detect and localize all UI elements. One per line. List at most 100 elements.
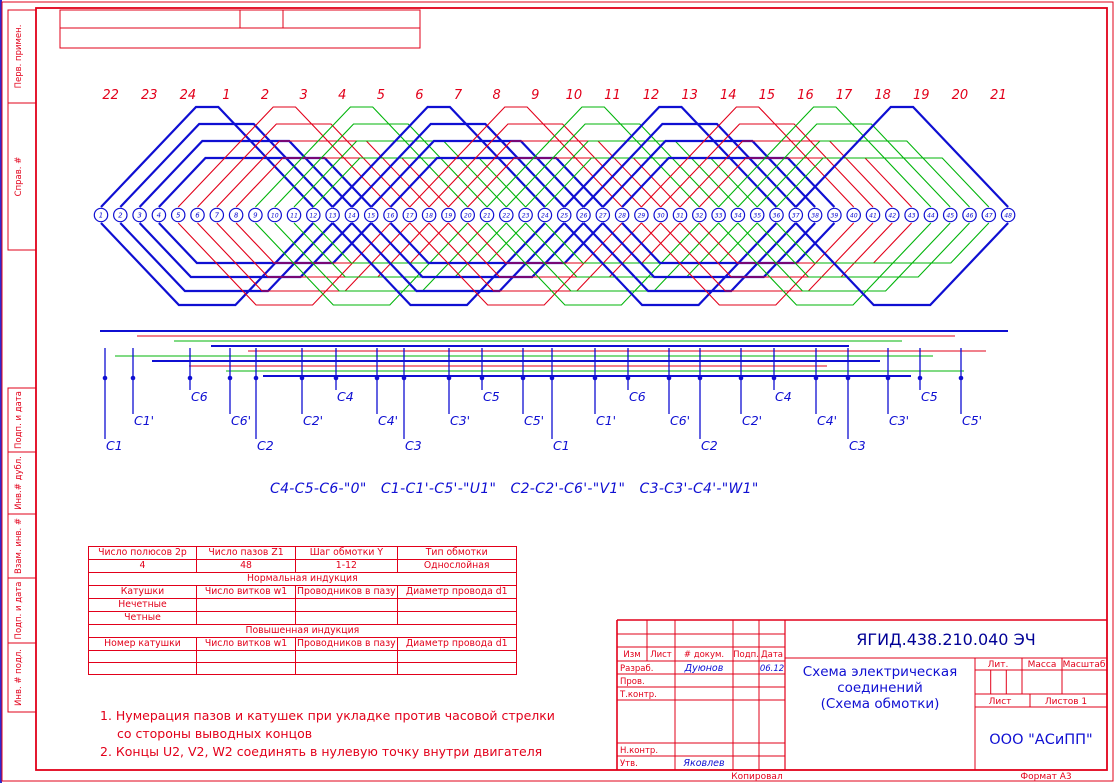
slot-circle — [479, 207, 495, 223]
slot-number: 14 — [348, 213, 356, 220]
slot-circle — [93, 207, 109, 223]
connection-formula: C4-C5-C6-"0" C1-C1'-C5'-"U1" C2-C2'-C6'-… — [270, 481, 759, 497]
terminal-label: C2 — [701, 438, 718, 453]
end-turn-bottom — [660, 222, 874, 292]
terminal-label: C1 — [106, 438, 123, 453]
slot-circle — [691, 207, 707, 223]
column-header: Диаметр провода d1 — [396, 637, 517, 651]
end-turn-bottom — [138, 222, 353, 279]
slot-circle — [441, 207, 456, 223]
end-turn-top — [216, 140, 430, 208]
end-turn-top — [621, 156, 836, 208]
data-cell — [295, 598, 398, 612]
junction-dot — [401, 375, 407, 381]
window-edge — [0, 0, 2, 783]
slot-circle — [325, 207, 340, 223]
slot-number: 26 — [580, 213, 588, 220]
slot-number: 44 — [927, 213, 935, 220]
note-2: 2. Концы U2, V2, W2 соединять в нулевую … — [100, 744, 543, 759]
data-cell — [295, 650, 398, 663]
terminal-label: C4 — [775, 389, 792, 404]
margin-label: Подп. и дата — [14, 391, 24, 449]
slot-number: 18 — [425, 213, 433, 220]
slot-number: 5 — [176, 212, 181, 220]
end-turn-top — [505, 123, 719, 208]
terminal-label: C6 — [191, 389, 208, 404]
slot-number: 28 — [618, 213, 626, 220]
slot-number: 40 — [850, 213, 858, 220]
slot-number: 22 — [502, 213, 510, 220]
slot-number: 45 — [946, 213, 954, 220]
junction-dot — [771, 375, 777, 381]
margin-label: Взам. инв. # — [14, 518, 24, 574]
sign-role: Утв. — [620, 759, 638, 769]
slot-number: 31 — [676, 213, 684, 220]
revision-header: Дата — [761, 650, 783, 660]
slot-circle — [267, 207, 282, 223]
end-turn-top — [370, 139, 585, 208]
slot-number: 17 — [406, 213, 414, 220]
slot-number: 7 — [215, 212, 220, 220]
junction-dot — [738, 375, 744, 381]
end-turn-top — [158, 156, 372, 208]
end-turn-top — [718, 106, 932, 208]
terminal-label: C5' — [962, 413, 982, 428]
end-turn-top — [679, 140, 893, 208]
slot-circle — [865, 207, 881, 223]
coil-number: 13 — [681, 88, 698, 103]
section-title: Повышенная индукция — [88, 624, 517, 638]
end-turn-top — [312, 157, 526, 208]
slot-circle — [653, 207, 668, 223]
drawing-title-line: соединений — [837, 680, 923, 696]
end-turn-top — [389, 156, 604, 208]
margin-label: Инв.# дубл. — [14, 456, 24, 510]
terminal-label: C3 — [405, 438, 422, 453]
slot-number: 42 — [888, 213, 896, 220]
end-turn-top — [351, 122, 565, 208]
column-header: Число витков w1 — [196, 637, 296, 651]
column-header: Диаметр провода d1 — [396, 585, 517, 599]
junction-dot — [374, 375, 380, 381]
data-cell — [88, 650, 197, 663]
revision-header: Лист — [650, 650, 672, 660]
terminal-label: C3 — [849, 438, 866, 453]
terminal-label: C5 — [921, 389, 938, 404]
slot-circle — [769, 207, 784, 223]
end-turn-bottom — [505, 222, 719, 292]
terminal-label: C1' — [596, 413, 616, 428]
end-turn-bottom — [216, 222, 430, 278]
param-value: 48 — [196, 559, 296, 573]
terminal-label: C3' — [450, 413, 470, 428]
slot-number: 23 — [522, 213, 530, 220]
data-cell — [396, 611, 517, 625]
end-turn-bottom — [351, 222, 565, 293]
slot-circle — [614, 207, 630, 223]
revision-header: Подп. — [733, 650, 759, 660]
end-turn-top — [293, 140, 507, 208]
data-cell: Четные — [88, 611, 197, 625]
copy-label: Копировал — [731, 772, 782, 782]
sign-name: Дуюнов — [684, 663, 724, 674]
end-turn-bottom — [467, 222, 681, 264]
coil-number: 1 — [222, 88, 230, 103]
column-header: Катушки — [88, 585, 197, 599]
slot-circle — [730, 207, 746, 223]
end-turn-bottom — [582, 222, 797, 293]
slot-number: 16 — [387, 213, 395, 220]
coil-number: 8 — [493, 88, 501, 103]
table-row: Нечетные — [88, 598, 517, 612]
coil-number: 20 — [952, 88, 969, 103]
junction-dot — [333, 375, 339, 381]
junction-dot — [479, 375, 485, 381]
data-cell — [396, 598, 517, 612]
revision-header: Изм — [623, 650, 640, 660]
end-turn-top — [582, 122, 797, 208]
junction-dot — [813, 375, 819, 381]
doc-number: ЯГИД.438.210.040 ЭЧ — [856, 630, 1035, 649]
slot-circle — [460, 207, 475, 223]
slot-number: 20 — [464, 213, 472, 220]
coil-number: 4 — [338, 88, 346, 103]
terminal-label: C5' — [524, 413, 544, 428]
